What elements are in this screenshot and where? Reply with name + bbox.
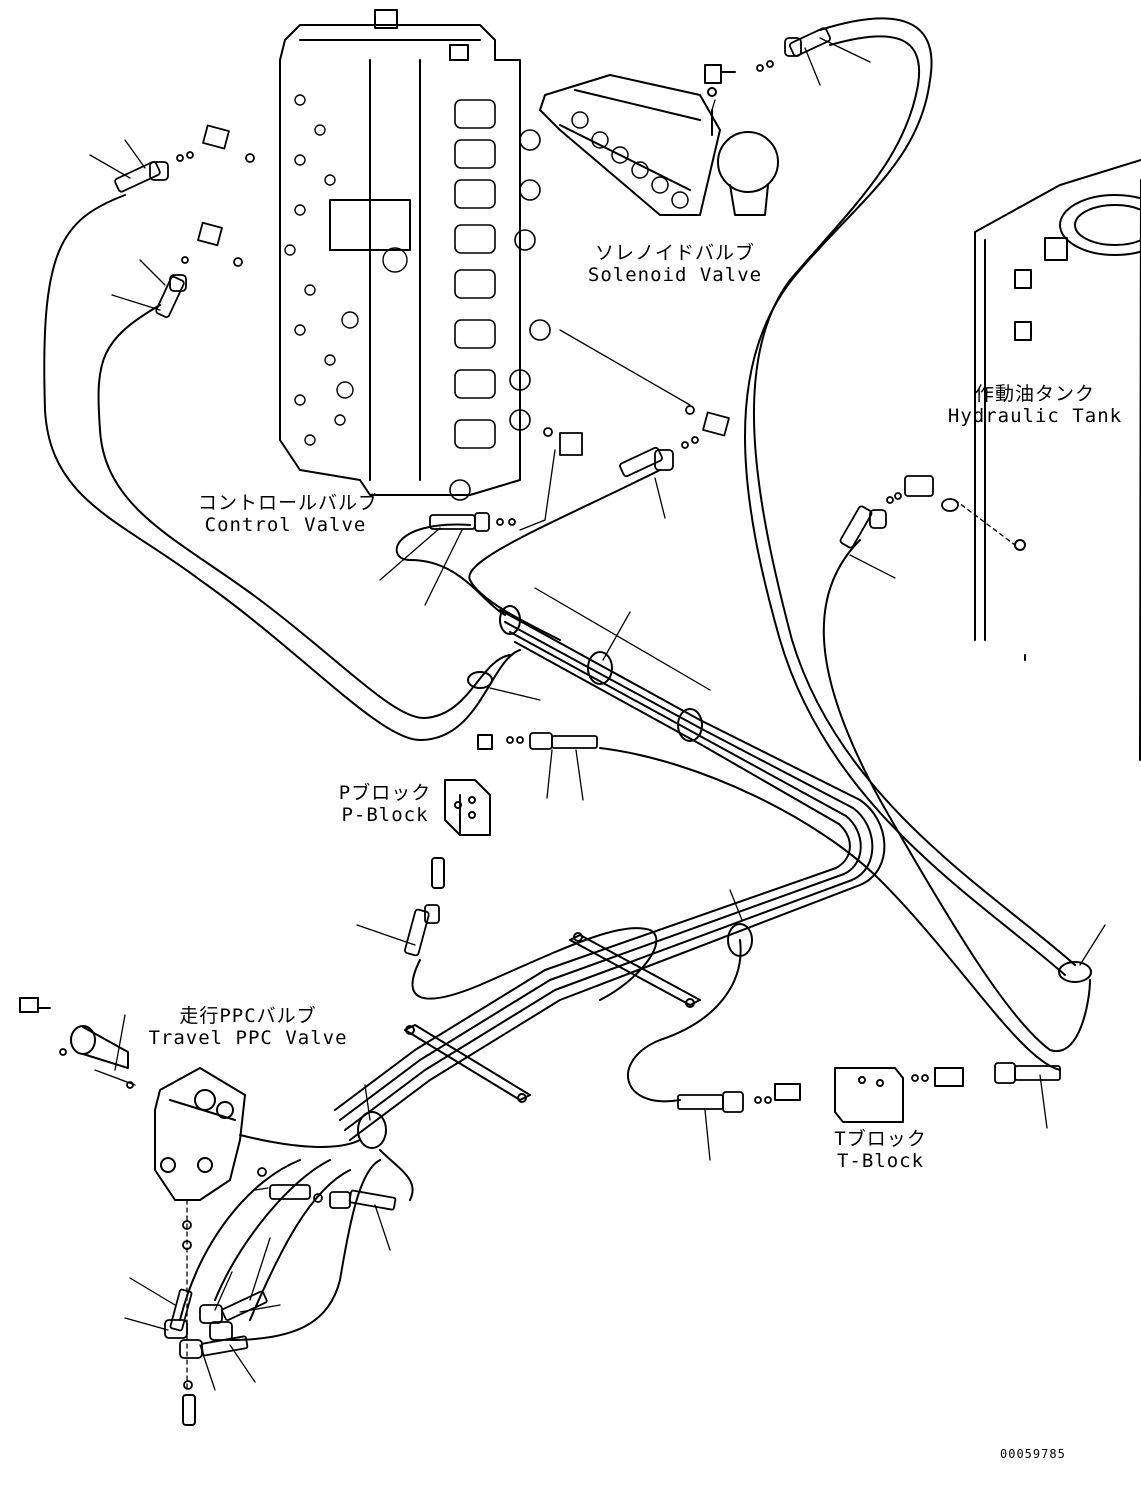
solenoid-valve-body [539, 64, 779, 216]
hose-lines [43, 17, 1091, 1341]
solenoid-valve-label: ソレノイドバルブ Solenoid Valve [585, 242, 765, 286]
p-block-label-en: P-Block [341, 804, 429, 826]
hydraulic-tank-label: 作動油タンク Hydraulic Tank [944, 383, 1126, 427]
solenoid-valve-label-en: Solenoid Valve [587, 264, 763, 286]
document-number: 00059785 [1000, 1447, 1066, 1461]
travel-ppc-valve-label: 走行PPCバルブ Travel PPC Valve [142, 1005, 354, 1049]
control-valve-label-jp: コントロールバルブ [198, 492, 379, 514]
t-block-label: Tブロック T-Block [828, 1128, 933, 1172]
travel-ppc-valve-label-jp: 走行PPCバルブ [179, 1005, 317, 1027]
leader-lines [89, 37, 1106, 1391]
t-block-label-en: T-Block [836, 1150, 925, 1172]
p-block-label-jp: Pブロック [338, 782, 432, 804]
p-block-label: Pブロック P-Block [330, 782, 440, 826]
t-block-body [774, 1067, 964, 1123]
hose-fittings [59, 27, 1061, 1390]
t-block-label-jp: Tブロック [834, 1128, 927, 1150]
solenoid-valve-label-jp: ソレノイドバルブ [594, 242, 755, 264]
p-block-body [431, 734, 493, 889]
hose-clamps [357, 605, 1092, 1149]
hydraulic-tank-label-en: Hydraulic Tank [947, 405, 1123, 427]
hydraulic-tank-label-jp: 作動油タンク [974, 383, 1095, 405]
hydraulic-tank-body [974, 159, 1141, 761]
control-valve-label: コントロールバルブ Control Valve [198, 492, 379, 536]
travel-ppc-valve-body [19, 997, 246, 1426]
control-valve-body [279, 9, 551, 501]
control-valve-label-en: Control Valve [204, 514, 367, 536]
travel-ppc-valve-label-en: Travel PPC Valve [148, 1027, 348, 1049]
